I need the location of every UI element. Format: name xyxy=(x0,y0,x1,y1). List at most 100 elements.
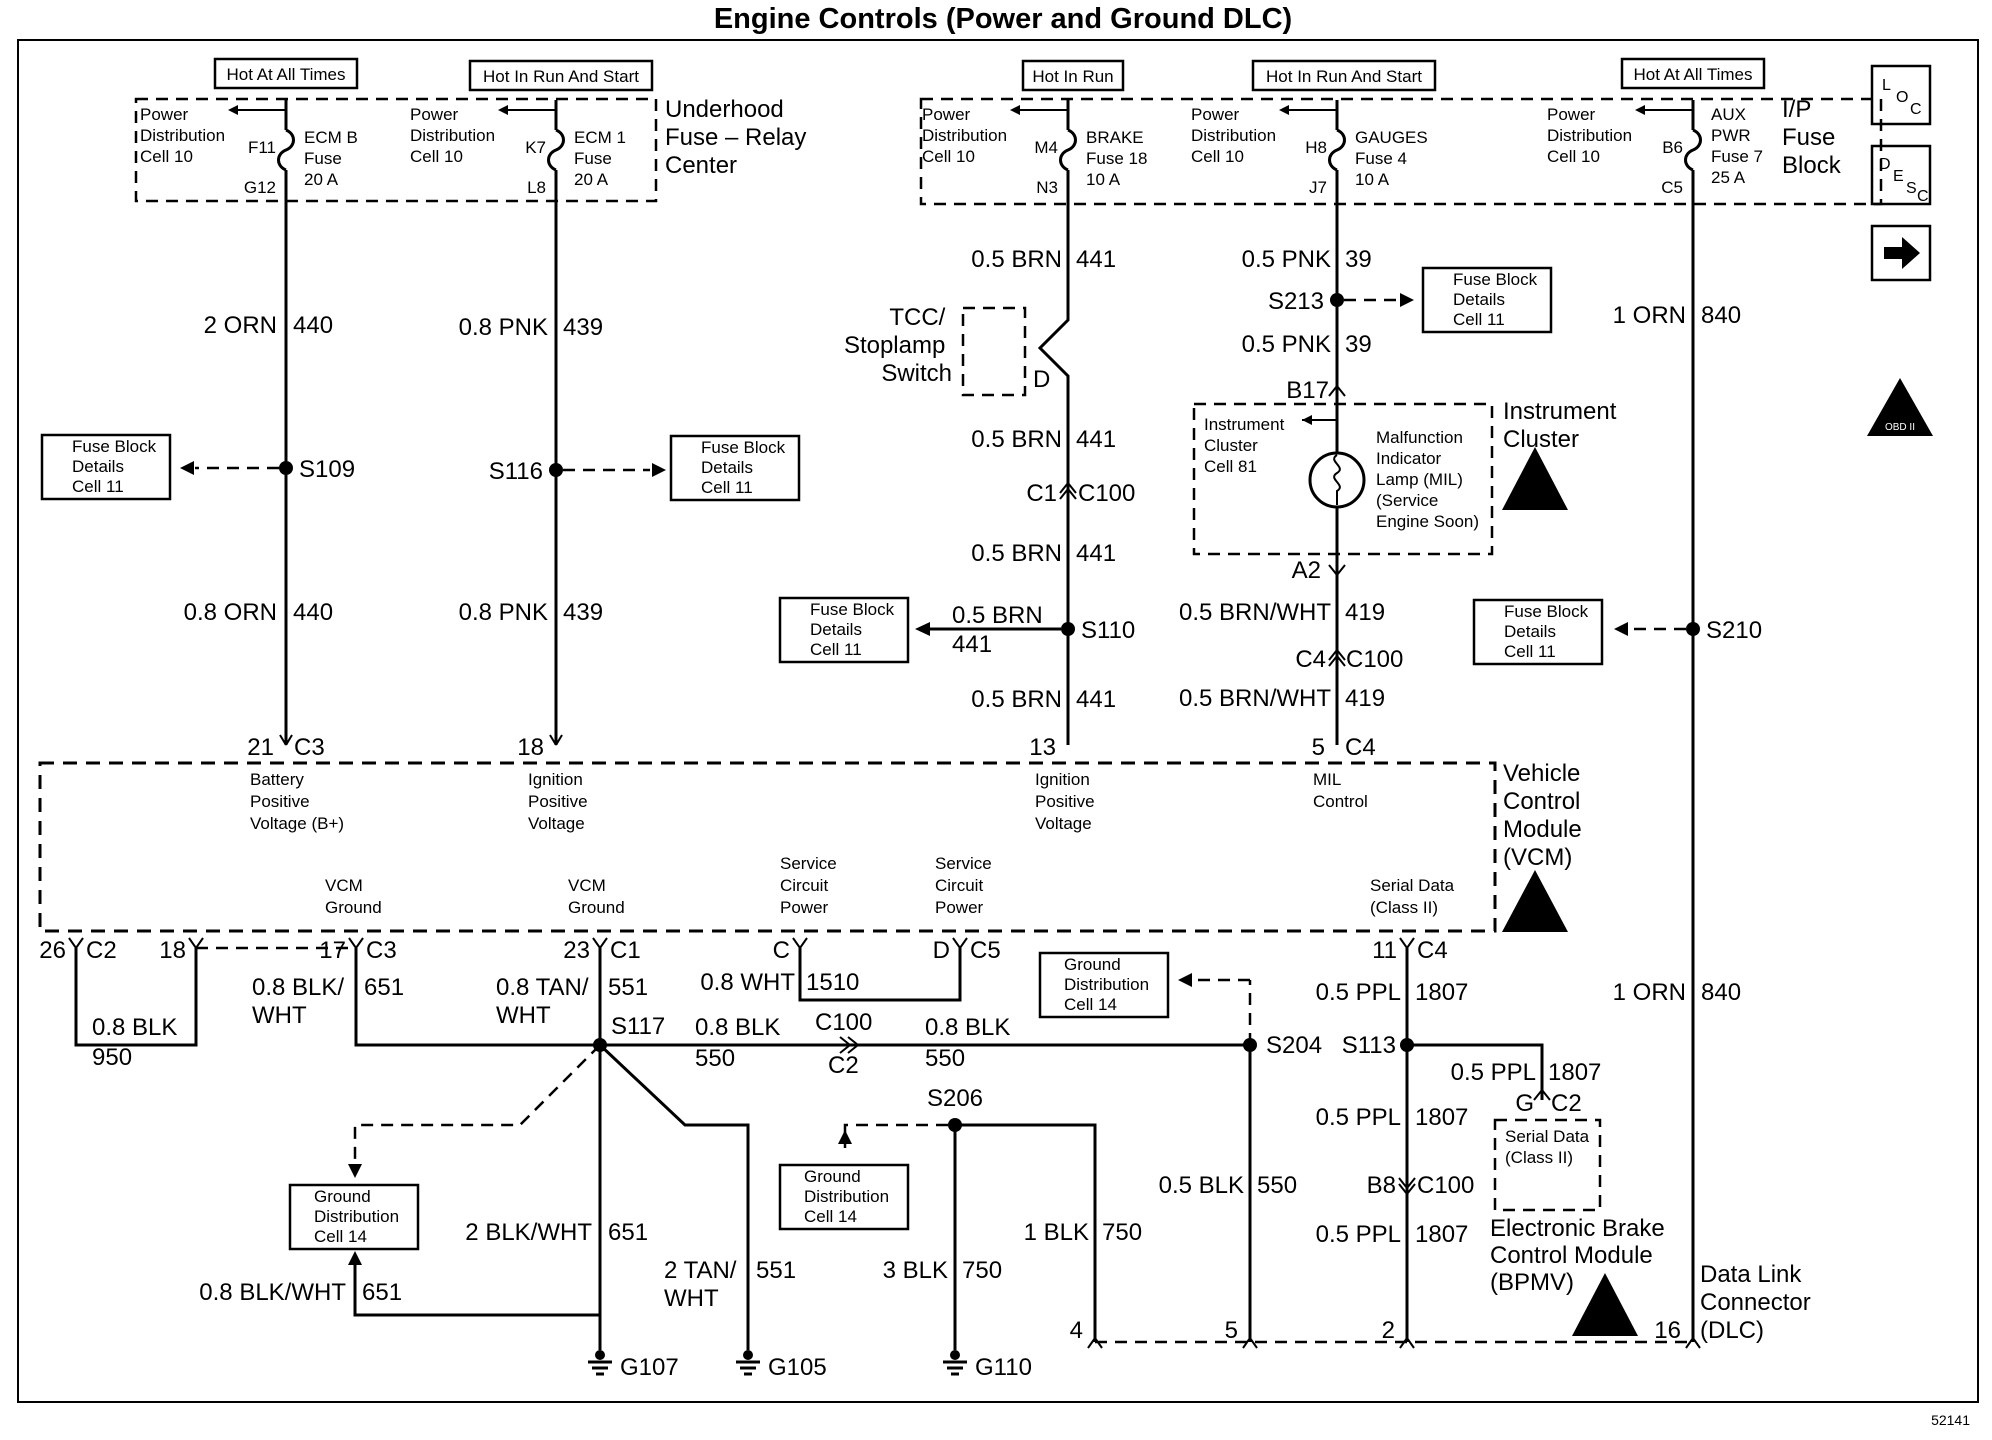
esd-warning-icon-vcm xyxy=(1502,870,1568,932)
wire-1807-c: 0.5 PPL xyxy=(1316,1104,1401,1131)
svg-text:OBD II: OBD II xyxy=(1885,422,1915,433)
pin-b17: B17 xyxy=(1286,377,1329,404)
connector-g: G xyxy=(1515,1090,1534,1117)
fuse-pin-out: N3 xyxy=(1036,178,1058,197)
svg-text:0.8 PNK: 0.8 PNK xyxy=(459,599,548,626)
svg-text:C4: C4 xyxy=(1295,646,1326,673)
svg-text:17: 17 xyxy=(319,937,346,964)
splice-s109 xyxy=(279,461,293,475)
wire-651-to-g107-circuit: 651 xyxy=(608,1219,648,1246)
svg-text:2 ORN: 2 ORN xyxy=(204,312,277,339)
svg-text:0.5 BRN: 0.5 BRN xyxy=(971,540,1062,567)
vehicle-control-module xyxy=(38,761,1497,933)
splice-s210-label: S210 xyxy=(1706,617,1762,644)
wire-750-dlc-circuit: 750 xyxy=(1102,1219,1142,1246)
wire-441-b: 0.5 BRN 441 xyxy=(971,426,1116,453)
connector-b8: B8 xyxy=(1367,1172,1396,1199)
ground-g107: G107 xyxy=(588,1350,679,1381)
svg-text:Hot In Run: Hot In Run xyxy=(1032,67,1113,86)
dlc-label: Data Link Connector (DLC) xyxy=(1700,1261,1817,1344)
svg-text:441: 441 xyxy=(1076,246,1116,273)
wire-950-label: 0.8 BLK xyxy=(92,1014,177,1041)
svg-text:419: 419 xyxy=(1345,685,1385,712)
svg-text:21: 21 xyxy=(247,734,274,761)
wire-950-loop xyxy=(74,948,198,1047)
wire-550-label-b: 0.8 BLK xyxy=(925,1014,1010,1041)
wire-441-a: 0.5 BRN 441 xyxy=(971,246,1116,273)
wire-441-branch-circuit: 441 xyxy=(952,631,992,658)
instrument-cluster-label: Instrument Cluster xyxy=(1503,398,1623,453)
svg-text:C2: C2 xyxy=(86,937,117,964)
ip-fuse-block xyxy=(919,97,1883,206)
next-page-button[interactable] xyxy=(1870,224,1932,282)
splice-s116-label: S116 xyxy=(489,458,543,485)
wire-1510-label: 0.8 WHT xyxy=(700,969,795,996)
ip-fuse-block-label: I/P Fuse Block xyxy=(1782,96,1842,179)
ground-g110: G110 xyxy=(943,1350,1032,1381)
power-header-3: Hot In Run xyxy=(1021,59,1125,92)
svg-text:S: S xyxy=(1906,180,1917,197)
wire-840-upper: 1 ORN 840 xyxy=(1613,302,1741,329)
connector-c2-550: C2 xyxy=(828,1052,859,1079)
arrow-right-icon xyxy=(1884,237,1920,269)
wire-550-dlc-circuit: 550 xyxy=(1257,1172,1297,1199)
tcc-stoplamp-switch xyxy=(961,306,1027,397)
dlc-pin-2: 2 xyxy=(1382,1317,1415,1349)
wire-551-to-g105: 2 TAN/ WHT xyxy=(664,1257,743,1312)
ground-g105: G105 xyxy=(736,1350,827,1381)
power-header-2: Hot In Run And Start xyxy=(468,59,654,92)
fuse-pin-out: G12 xyxy=(244,178,276,197)
wire-950-circuit: 950 xyxy=(92,1044,132,1071)
mil-lamp-label: Malfunction Indicator Lamp (MIL) (Servic… xyxy=(1376,428,1479,531)
svg-text:C1: C1 xyxy=(610,937,641,964)
ground-label: G105 xyxy=(768,1354,827,1381)
svg-text:C3: C3 xyxy=(294,734,325,761)
ground-label: G107 xyxy=(620,1354,679,1381)
splice-s213-label: S213 xyxy=(1268,288,1324,315)
dlc-pin-5: 5 xyxy=(1225,1317,1258,1349)
splice-s117-label: S117 xyxy=(611,1013,665,1040)
splice-s206-label: S206 xyxy=(927,1085,983,1112)
location-button[interactable]: LOC xyxy=(1870,64,1932,126)
svg-text:0.5 BRN: 0.5 BRN xyxy=(971,686,1062,713)
svg-text:L: L xyxy=(1882,77,1891,94)
svg-text:2: 2 xyxy=(1382,1317,1395,1344)
svg-text:4: 4 xyxy=(1070,1317,1083,1344)
svg-text:O: O xyxy=(1896,89,1908,106)
wire-651-blkwht: 0.8 BLK/WHT xyxy=(199,1279,346,1306)
dlc-pin-16: 16 xyxy=(1654,1317,1701,1349)
wire-651-label: 0.8 BLK/ WHT xyxy=(252,974,351,1029)
splice-s113-label: S113 xyxy=(1342,1032,1396,1059)
wire-419-b: 0.5 BRN/WHT 419 xyxy=(1179,685,1385,712)
ebcm-serial-data: Serial Data (Class II) xyxy=(1505,1127,1594,1167)
svg-text:0.5 BRN/WHT: 0.5 BRN/WHT xyxy=(1179,685,1331,712)
svg-text:C: C xyxy=(1917,188,1929,205)
